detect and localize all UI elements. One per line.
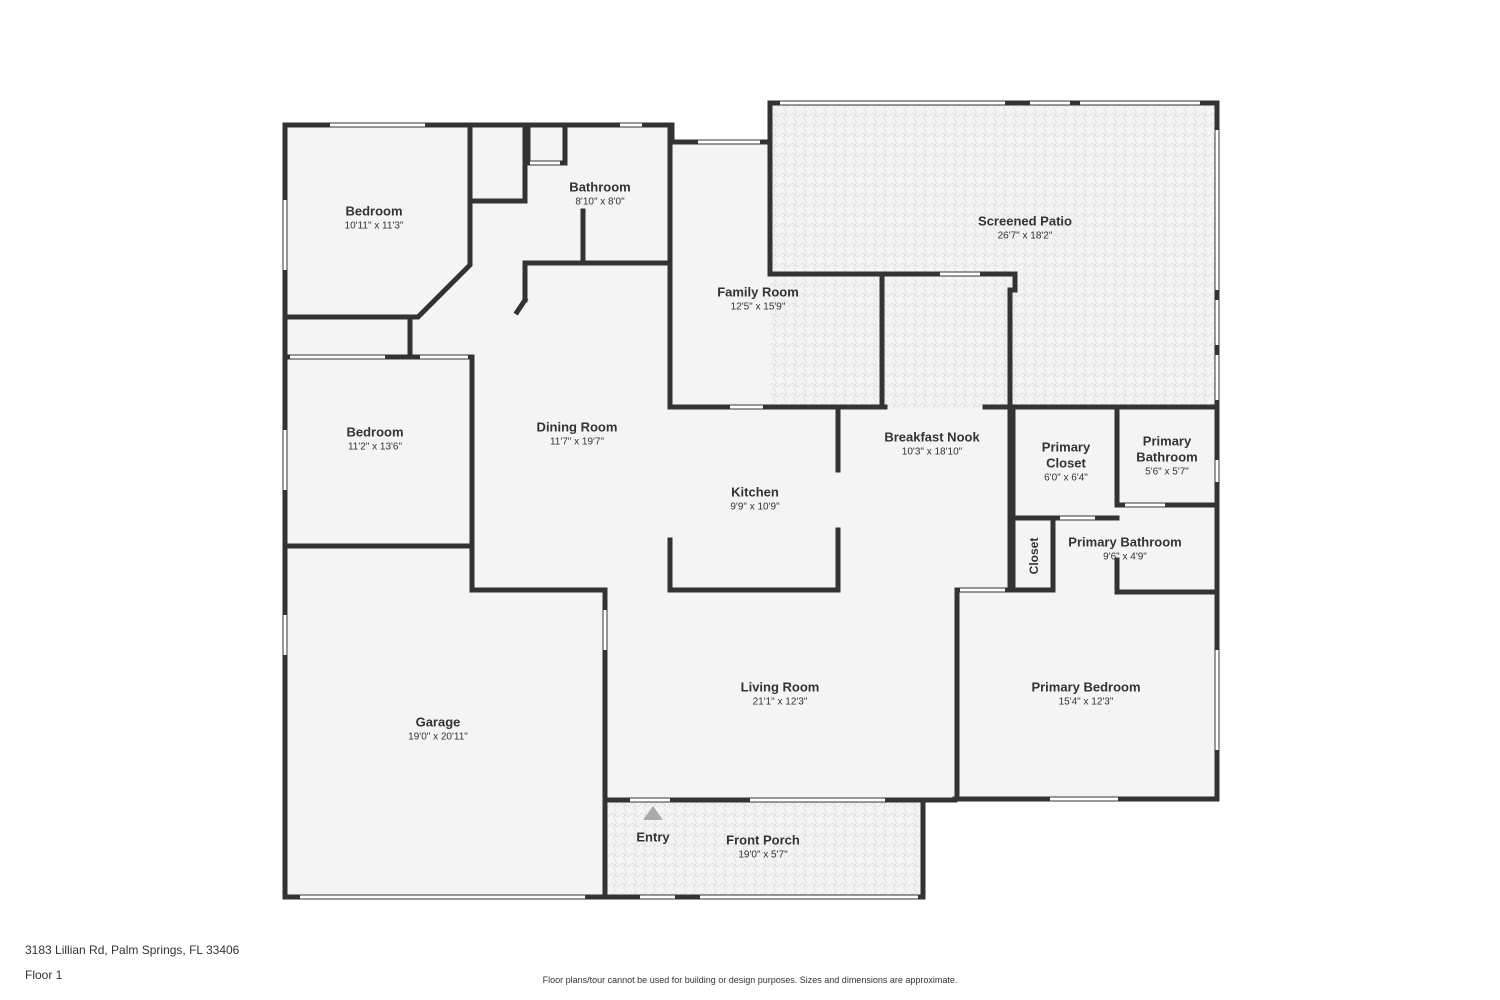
entry-label: Entry xyxy=(636,829,670,845)
room-name: Bedroom xyxy=(345,203,403,219)
bedroom-2-label: Bedroom 11'2" x 13'6" xyxy=(346,425,403,454)
screened-patio-floor xyxy=(770,103,1217,408)
primary-bedroom-label: Primary Bedroom 15'4" x 12'3" xyxy=(1031,680,1140,709)
kitchen-counter xyxy=(667,527,841,593)
room-name: Living Room xyxy=(740,679,820,695)
room-name: Front Porch xyxy=(726,832,800,848)
room-name: Garage xyxy=(415,714,461,730)
room-name: Screened Patio xyxy=(978,213,1072,229)
living-floor xyxy=(605,590,960,800)
room-dimensions: 6'0" x 6'4" xyxy=(1044,472,1088,484)
patio-inner-wall xyxy=(767,139,1018,293)
room-name: Kitchen xyxy=(731,484,779,500)
room-dimensions: 11'7" x 19'7" xyxy=(549,436,605,448)
garage-label: Garage 19'0" x 20'11" xyxy=(408,715,468,744)
room-dimensions: 5'6" x 5'7" xyxy=(1145,466,1189,478)
room-name: Dining Room xyxy=(536,419,618,435)
room-dimensions: 9'9" x 10'9" xyxy=(730,501,780,513)
hall-angled-wall xyxy=(513,296,529,316)
room-dimensions: 8'10" x 8'0" xyxy=(575,196,625,208)
primary-bathroom-label: Primary Bathroom 9'6" x 4'9" xyxy=(1068,535,1181,564)
room-dimensions: 19'0" x 20'11" xyxy=(408,731,468,743)
windows xyxy=(283,101,1219,899)
bathroom-label: Bathroom 8'10" x 8'0" xyxy=(569,180,630,209)
family-room-label: Family Room 12'5" x 15'9" xyxy=(717,285,799,314)
room-dimensions: 12'5" x 15'9" xyxy=(730,301,786,313)
bedroom-1-wall xyxy=(282,124,473,320)
room-dimensions: 11'2" x 13'6" xyxy=(347,441,403,453)
room-dimensions: 10'11" x 11'3" xyxy=(344,220,404,232)
room-name: Bedroom xyxy=(346,424,404,440)
room-dimensions: 19'0" x 5'7" xyxy=(738,849,788,861)
room-name: Family Room xyxy=(717,284,799,300)
primary-closet-label: Primary Closet 6'0" x 6'4" xyxy=(1042,440,1090,485)
property-address: 3183 Lillian Rd, Palm Springs, FL 33406 xyxy=(25,943,240,957)
room-dimensions: 10'3" x 18'10" xyxy=(901,446,963,458)
living-room-label: Living Room 21'1" x 12'3" xyxy=(741,680,820,709)
kitchen-label: Kitchen 9'9" x 10'9" xyxy=(730,485,779,514)
garage-floor xyxy=(285,547,605,897)
floor-label: Floor 1 xyxy=(25,968,63,982)
disclaimer: Floor plans/tour cannot be used for buil… xyxy=(542,975,958,985)
room-name: Primary Closet xyxy=(1041,439,1091,471)
primary-wing-floor xyxy=(955,407,1217,799)
room-name: Breakfast Nook xyxy=(884,429,980,445)
garage-wall xyxy=(469,587,608,803)
room-dimensions: 9'6" x 4'9" xyxy=(1103,551,1147,563)
room-name: Primary Bathroom xyxy=(1068,534,1182,550)
room-dimensions: 26'7" x 18'2" xyxy=(997,230,1053,242)
front-porch-label: Front Porch 19'0" x 5'7" xyxy=(726,833,800,862)
entry-arrow-icon xyxy=(643,806,663,820)
closet-label: Closet xyxy=(1027,537,1041,575)
room-dimensions: 15'4" x 12'3" xyxy=(1058,696,1114,708)
primary-bathroom-small-label: Primary Bathroom 5'6" x 5'7" xyxy=(1136,434,1197,479)
breakfast-nook-label: Breakfast Nook 10'3" x 18'10" xyxy=(884,430,979,459)
room-dimensions: 21'1" x 12'3" xyxy=(752,696,808,708)
room-name: Bathroom xyxy=(569,179,631,195)
primary-bath-south-wall xyxy=(1114,557,1220,595)
dining-room-label: Dining Room 11'7" x 19'7" xyxy=(537,420,618,449)
room-name: Primary Bathroom xyxy=(1136,433,1198,465)
room-name: Primary Bedroom xyxy=(1031,679,1141,695)
screened-patio-label: Screened Patio 26'7" x 18'2" xyxy=(978,214,1072,243)
bedroom-1-label: Bedroom 10'11" x 11'3" xyxy=(345,204,404,233)
